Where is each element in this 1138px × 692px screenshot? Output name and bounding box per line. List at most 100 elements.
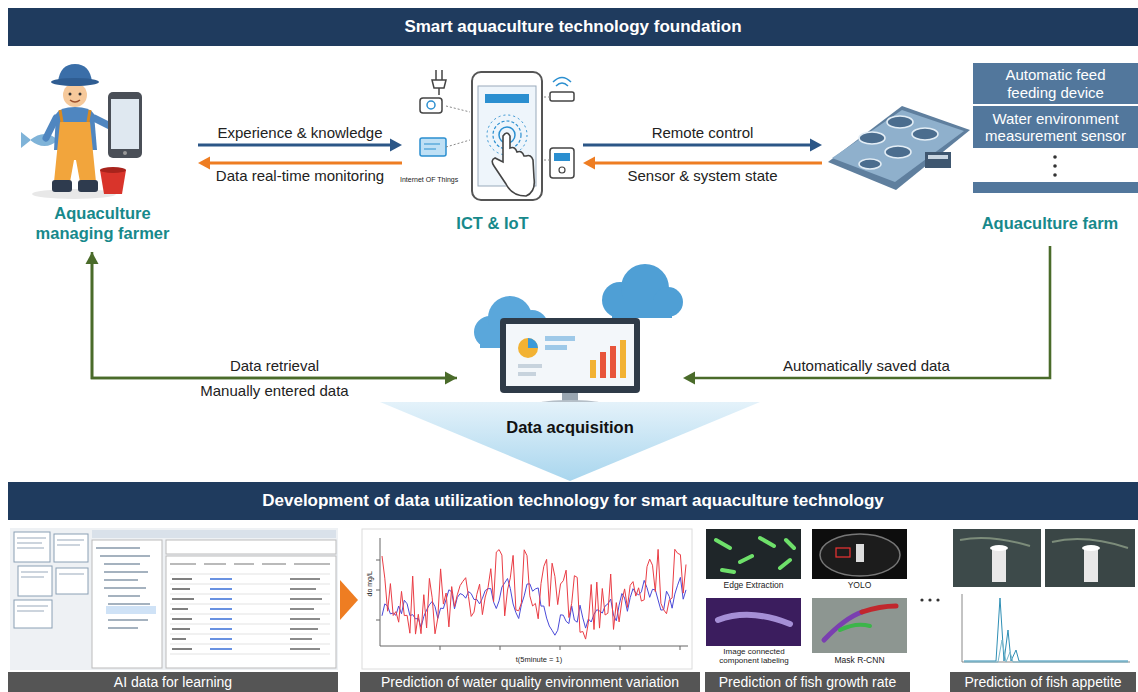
farm-node: Aquaculture farm Automatic feed feeding d… <box>825 60 1138 240</box>
appetite-images <box>953 529 1135 669</box>
database-screenshot-part <box>17 538 84 611</box>
cloud-computer-illustration-part <box>506 324 634 386</box>
farmer-illustration-part <box>21 132 58 148</box>
farm-illustration-part <box>828 106 970 190</box>
farmer-illustration <box>21 64 142 199</box>
connector <box>86 252 458 378</box>
farm-illustration-part <box>973 182 1138 193</box>
farm-illustration-part <box>925 152 951 168</box>
banner-title: Smart aquaculture technology foundation <box>404 17 741 37</box>
result-panel: Prediction of fish growth rate <box>705 527 910 692</box>
water-quality-chart-part <box>382 549 686 639</box>
water-quality-chart <box>362 529 692 669</box>
farmer-illustration-part <box>60 110 90 122</box>
cloud-computer-illustration-part <box>545 345 567 350</box>
appetite-images-part <box>1084 548 1098 582</box>
result-panel: Prediction of fish appetite <box>950 527 1136 692</box>
ellipsis-dots-part <box>928 598 931 601</box>
connector <box>380 402 760 481</box>
cloud-computer-illustration <box>474 264 683 406</box>
flow-triangle <box>340 580 358 620</box>
ict-iot-icon-part <box>420 98 442 113</box>
cloud-computer-illustration-part <box>545 336 575 341</box>
database-screenshot-part <box>166 556 336 668</box>
node-text: Aquaculture farm <box>965 214 1135 234</box>
growth-rate-images-part <box>836 548 850 557</box>
farm-illustration-part <box>859 159 881 169</box>
data-node: Data acquisition <box>460 280 680 445</box>
farmer-illustration-part <box>79 93 82 96</box>
farm-illustration-part <box>912 128 938 140</box>
cloud-computer-illustration-part <box>610 346 616 378</box>
ict-iot-icon-part <box>550 92 574 101</box>
database-screenshot-part <box>56 568 88 594</box>
node-text: Aquaculture managing farmer <box>23 204 183 244</box>
cloud-computer-illustration-part <box>612 300 672 318</box>
label-holder: Internet OF Things <box>400 176 470 184</box>
edge-label-holder: Automatically saved data <box>783 357 950 374</box>
water-quality-chart-part <box>362 529 692 669</box>
appetite-images-part <box>1082 545 1100 551</box>
farm-illustration-part <box>859 132 885 144</box>
farm-illustration-part <box>887 116 913 128</box>
edge-label-holder: Data real-time monitoring <box>216 167 384 184</box>
arrow-head <box>445 372 457 385</box>
database-screenshot-part <box>210 579 232 649</box>
cloud-computer-illustration-part <box>518 338 538 358</box>
farmer-illustration-part <box>51 78 99 86</box>
sensor-box: Water environment measurement sensor <box>973 106 1138 148</box>
edge-label: Manually entered data <box>200 382 348 399</box>
cloud-computer-illustration-part <box>620 340 626 378</box>
farm-illustration-part <box>832 110 964 182</box>
farm-illustration-part <box>1053 164 1057 168</box>
label-holder: YOLO <box>810 581 909 590</box>
farmer-illustration-part <box>52 180 72 192</box>
device-box: Automatic feed feeding device <box>973 63 1138 104</box>
funnel-arrow <box>380 402 760 481</box>
growth-rate-images-part <box>856 544 864 562</box>
appetite-images-part <box>990 545 1008 551</box>
appetite-images-part <box>960 538 1128 548</box>
annotation-label: Image connected component labeling <box>704 648 804 666</box>
arrow-head <box>683 372 695 385</box>
label-holder: Edge Extraction <box>704 581 803 590</box>
cloud-computer-illustration-part <box>590 360 596 378</box>
database-screenshot-part <box>106 606 156 614</box>
edge-label: Remote control <box>652 124 754 141</box>
edge-label: Experience & knowledge <box>217 124 382 141</box>
connector-line <box>583 143 811 146</box>
node-text: Development of data utilization technolo… <box>262 491 884 511</box>
ict-iot-icon-part <box>492 133 534 196</box>
ict-iot-icon-part <box>554 153 570 161</box>
label-holder: Image connected component labeling <box>704 648 804 666</box>
appetite-images-part <box>964 598 1128 661</box>
database-screenshot-part <box>14 600 52 628</box>
growth-rate-images-part <box>840 625 870 630</box>
edge-label-holder: Experience & knowledge <box>217 124 382 141</box>
cloud-computer-illustration-part <box>600 352 606 378</box>
connector-line <box>92 263 457 378</box>
farmer-illustration-part <box>70 100 80 102</box>
database-screenshot-part <box>170 574 330 654</box>
ellipsis-dots <box>920 598 939 601</box>
connector <box>340 580 358 620</box>
farmer-illustration-part <box>108 92 142 158</box>
ict-iot-icon-part <box>432 70 446 88</box>
ict-iot-icon-part <box>427 101 435 109</box>
farmer-node: Aquaculture managing farmer <box>10 60 195 248</box>
growth-rate-images-part <box>706 529 801 579</box>
annotation-label: Mask R-CNN <box>810 656 909 665</box>
ict-iot-icon-part <box>559 167 565 173</box>
growth-rate-images <box>706 529 907 653</box>
ellipsis-dots-part <box>920 598 923 601</box>
connector-line <box>198 143 391 146</box>
section-band: Development of data utilization technolo… <box>8 482 1138 520</box>
database-screenshot-part <box>96 548 150 628</box>
database-screenshot-part <box>92 540 162 668</box>
growth-rate-images-part <box>706 598 801 646</box>
farm-illustration-part <box>1053 155 1057 159</box>
database-screenshot-part <box>14 532 50 562</box>
farmer-illustration-part <box>32 189 116 199</box>
